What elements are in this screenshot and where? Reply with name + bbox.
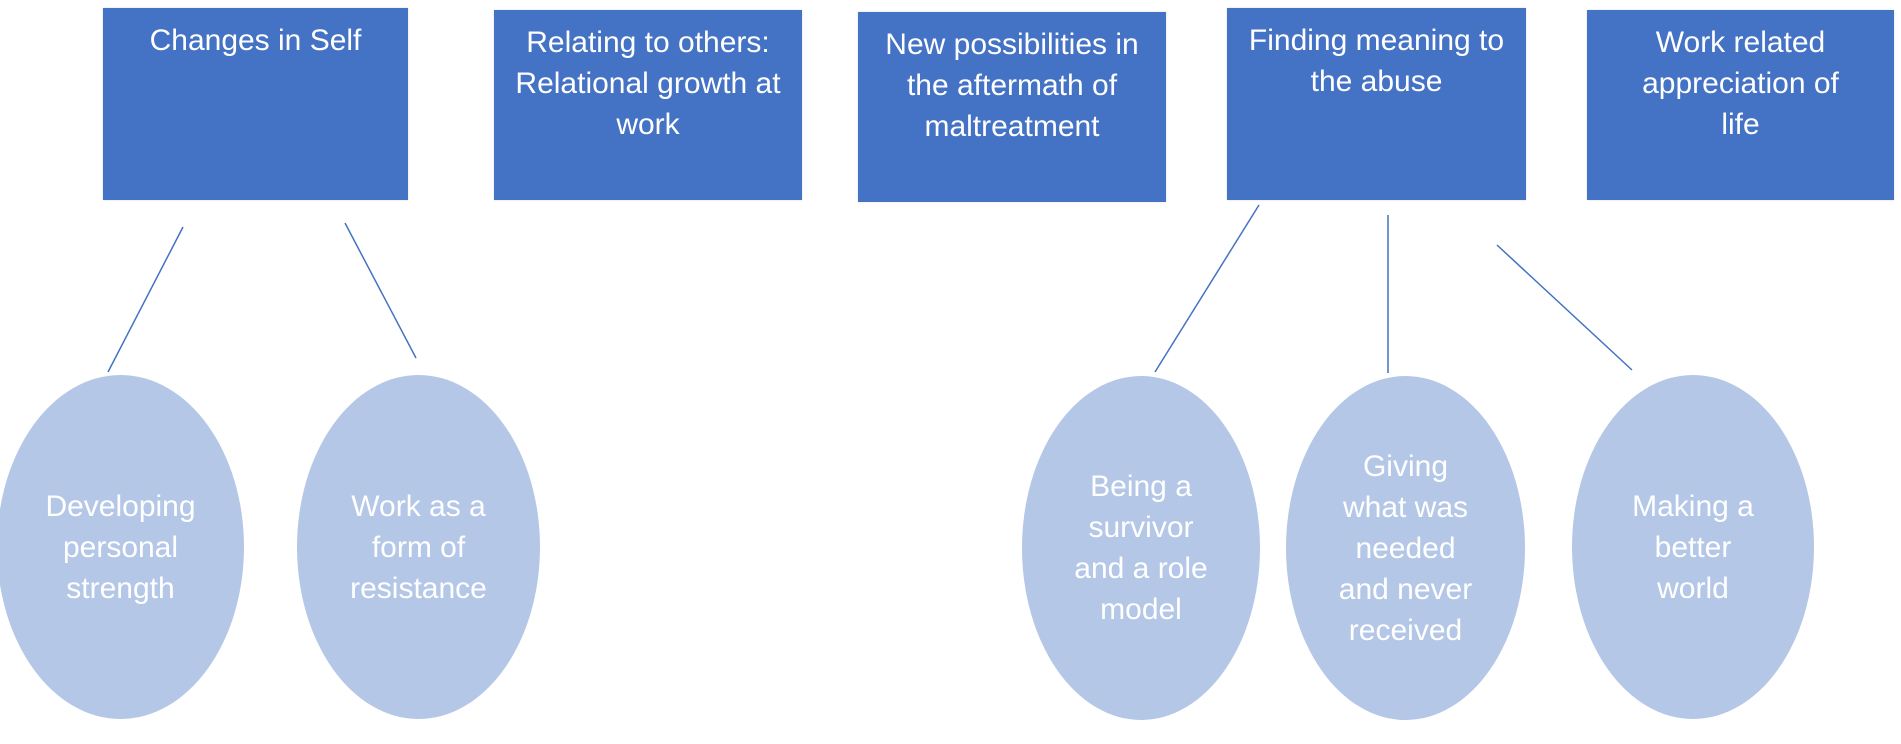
- subtheme-label: Work as a form of resistance: [350, 489, 487, 605]
- connector-line: [1496, 244, 1633, 371]
- subtheme-label: Developing personal strength: [45, 489, 196, 605]
- connector-line: [344, 222, 417, 359]
- theme-label: Work related appreciation of life: [1642, 26, 1839, 141]
- subtheme-ellipse-making-better-world: Making a better world: [1572, 375, 1814, 719]
- theme-box-appreciation-of-life: Work related appreciation of life: [1587, 10, 1894, 200]
- theme-label: Finding meaning to the abuse: [1248, 24, 1505, 98]
- theme-box-new-possibilities: New possibilities in the aftermath of ma…: [858, 12, 1166, 202]
- theme-box-changes-in-self: Changes in Self: [103, 8, 408, 200]
- subtheme-ellipse-developing-personal-strength: Developing personal strength: [0, 375, 244, 719]
- connector-line: [1154, 204, 1260, 373]
- theme-label: Changes in Self: [149, 24, 362, 57]
- subtheme-ellipse-giving-what-was-needed: Giving what was needed and never receive…: [1286, 376, 1525, 720]
- theme-label: New possibilities in the aftermath of ma…: [885, 28, 1139, 143]
- subtheme-ellipse-survivor-role-model: Being a survivor and a role model: [1022, 376, 1260, 720]
- subtheme-label: Being a survivor and a role model: [1074, 470, 1208, 626]
- theme-box-relating-to-others: Relating to others: Relational growth at…: [494, 10, 802, 200]
- theme-box-finding-meaning: Finding meaning to the abuse: [1227, 8, 1526, 200]
- connector-line: [107, 226, 184, 373]
- subtheme-label: Making a better world: [1632, 489, 1754, 605]
- subtheme-label: Giving what was needed and never receive…: [1338, 449, 1473, 647]
- subtheme-ellipse-work-as-resistance: Work as a form of resistance: [297, 375, 540, 719]
- theme-label: Relating to others: Relational growth at…: [515, 26, 781, 141]
